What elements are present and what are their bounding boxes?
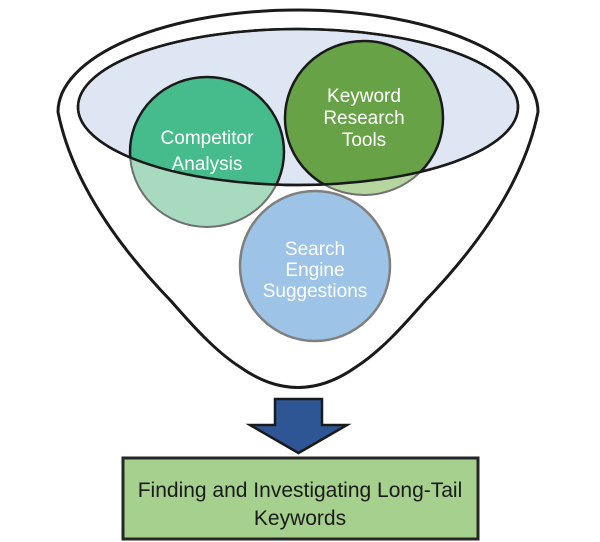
keyword-research-tools-label-line2: Research bbox=[323, 108, 404, 129]
search-engine-suggestions-label-line3: Suggestions bbox=[263, 281, 368, 302]
competitor-analysis-circle bbox=[128, 75, 286, 185]
keyword-research-tools-circle bbox=[283, 39, 445, 185]
competitor-analysis-label: Competitor Analysis bbox=[161, 128, 255, 175]
search-engine-suggestions-label-line1: Search bbox=[285, 239, 345, 260]
result-box bbox=[121, 456, 480, 541]
keyword-research-tools-label-line3: Tools bbox=[342, 130, 386, 151]
search-engine-suggestions-label: Search Engine Suggestions bbox=[263, 239, 368, 302]
funnel-mouth-outline bbox=[76, 27, 520, 187]
search-engine-suggestions-label-line2: Engine bbox=[285, 260, 344, 281]
competitor-analysis-label-line2: Analysis bbox=[172, 154, 243, 175]
result-box-label-line2: Keywords bbox=[254, 507, 346, 530]
keyword-research-tools-label-line1: Keyword bbox=[327, 86, 401, 107]
search-engine-suggestions-circle bbox=[238, 189, 392, 343]
down-arrow-icon bbox=[245, 397, 352, 455]
result-box-label: Finding and Investigating Long-Tail Keyw… bbox=[138, 479, 463, 530]
competitor-analysis-label-line1: Competitor bbox=[161, 128, 255, 149]
result-box-label-line1: Finding and Investigating Long-Tail bbox=[138, 479, 463, 502]
mouth-clipped-circles bbox=[128, 39, 445, 185]
keyword-research-tools-label: Keyword Research Tools bbox=[323, 86, 404, 151]
